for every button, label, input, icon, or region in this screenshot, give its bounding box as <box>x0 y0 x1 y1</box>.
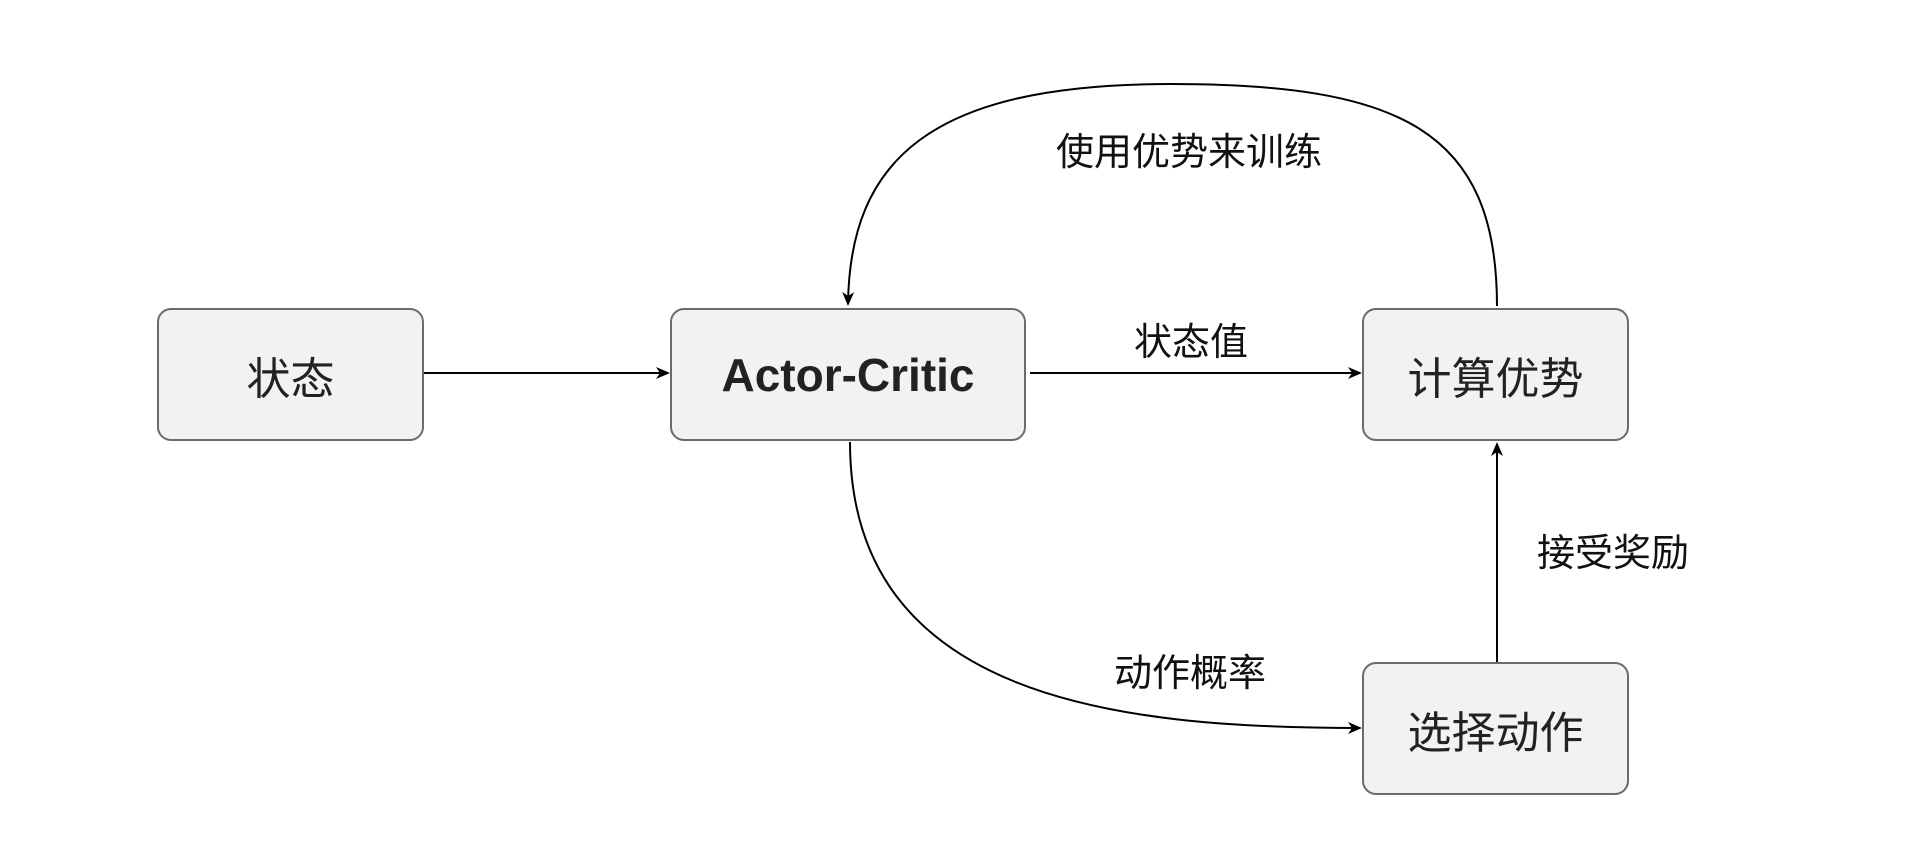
node-select-action: 选择动作 <box>1362 662 1629 795</box>
node-compute-advantage: 计算优势 <box>1362 308 1629 441</box>
label-receive-reward: 接受奖励 <box>1537 531 1690 575</box>
edge-compute-advantage-to-actor-critic <box>842 82 1498 307</box>
node-select-action-label: 选择动作 <box>1407 707 1584 759</box>
edge-actor-critic-to-select-action <box>849 441 1362 734</box>
node-state-label: 状态 <box>246 353 335 405</box>
node-compute-advantage-label: 计算优势 <box>1407 353 1584 405</box>
label-state-value: 状态值 <box>1134 320 1249 364</box>
node-actor-critic-label: Actor-Critic <box>721 348 975 401</box>
node-state: 状态 <box>157 308 424 441</box>
label-action-probability: 动作概率 <box>1114 651 1267 695</box>
label-train-with-advantage: 使用优势来训练 <box>1056 130 1323 174</box>
node-actor-critic: Actor-Critic <box>670 308 1026 441</box>
